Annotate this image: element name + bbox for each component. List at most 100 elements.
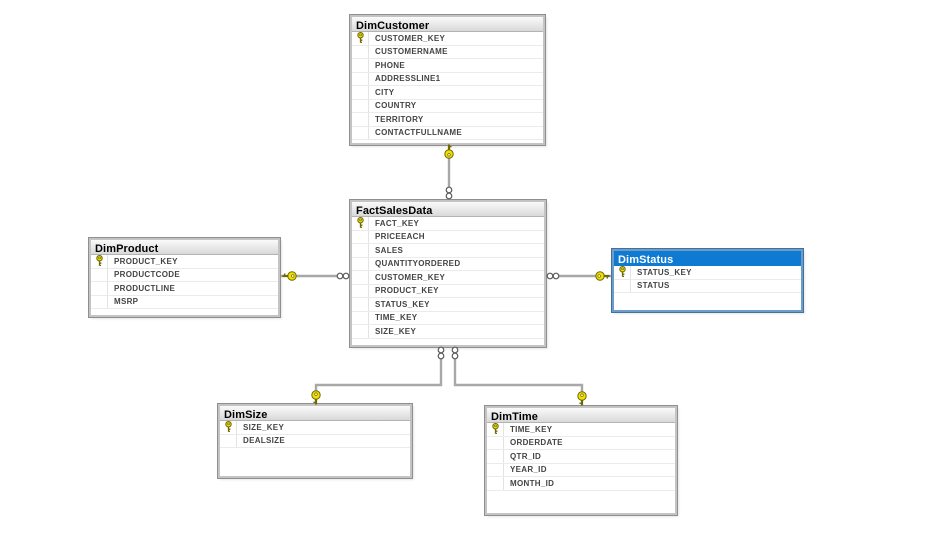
column-row[interactable]: COUNTRY [352, 99, 543, 113]
table-header[interactable]: DimSize [220, 406, 410, 421]
column-row[interactable]: SIZE_KEY [352, 325, 544, 339]
many-end-infinity-icon [437, 346, 445, 360]
column-row[interactable]: CUSTOMERNAME [352, 45, 543, 59]
key-head [595, 271, 605, 281]
column-name: STATUS [637, 281, 670, 291]
column-row[interactable]: STATUS_KEY [352, 298, 544, 312]
row-selector [487, 423, 504, 436]
key-hole [580, 393, 584, 397]
infinity-circle [451, 346, 459, 354]
column-row[interactable]: YEAR_ID [487, 463, 675, 477]
key-hole [447, 153, 451, 157]
column-row[interactable]: PRODUCTLINE [91, 282, 278, 296]
relationship-factsalesdata-dimstatus [546, 271, 611, 281]
column-name: ADDRESSLINE1 [375, 74, 441, 84]
column-row[interactable]: TIME_KEY [487, 423, 675, 437]
table-title: DimProduct [95, 243, 159, 255]
row-selector [352, 230, 369, 243]
column-row[interactable]: MSRP [91, 295, 278, 309]
column-name: YEAR_ID [510, 465, 547, 475]
column-row[interactable]: SIZE_KEY [220, 421, 410, 435]
many-end-infinity-icon [336, 272, 350, 280]
one-end-key-icon [595, 271, 610, 281]
column-row[interactable]: CITY [352, 86, 543, 100]
key-head [444, 149, 454, 159]
column-name: ORDERDATE [510, 438, 563, 448]
row-selector [352, 72, 369, 85]
column-name: CUSTOMER_KEY [375, 33, 446, 43]
one-end-key-icon [577, 391, 587, 406]
row-selector [352, 45, 369, 58]
column-row[interactable]: CONTACTFULLNAME [352, 126, 543, 140]
infinity-circle [552, 272, 560, 280]
column-name: FACT_KEY [375, 218, 420, 228]
column-name: CUSTOMERNAME [375, 47, 448, 57]
many-end-infinity-icon [445, 186, 453, 200]
infinity-circle [437, 352, 445, 360]
column-row[interactable]: ADDRESSLINE1 [352, 72, 543, 86]
row-selector [487, 450, 504, 463]
column-row[interactable]: PRODUCT_KEY [91, 255, 278, 269]
row-selector [91, 282, 108, 295]
row-selector [352, 298, 369, 311]
column-row[interactable]: SALES [352, 244, 544, 258]
table-title: DimStatus [618, 254, 674, 266]
row-selector [352, 32, 369, 45]
row-selector [352, 325, 369, 338]
column-row[interactable]: MONTH_ID [487, 477, 675, 491]
column-name: CONTACTFULLNAME [375, 128, 463, 138]
column-row[interactable]: PRODUCT_KEY [352, 284, 544, 298]
column-name: PRODUCTCODE [114, 270, 180, 280]
column-row[interactable]: TIME_KEY [352, 311, 544, 325]
key-head [287, 271, 297, 281]
infinity-circle [546, 272, 554, 280]
relationship-factsalesdata-dimsize [311, 346, 445, 405]
column-row[interactable]: DEALSIZE [220, 434, 410, 448]
column-name: PRODUCT_KEY [375, 286, 439, 296]
row-selector [487, 463, 504, 476]
table-title: FactSalesData [356, 205, 433, 217]
row-selector [91, 268, 108, 281]
column-row[interactable]: CUSTOMER_KEY [352, 32, 543, 46]
column-row[interactable]: STATUS [614, 279, 801, 293]
column-name: QUANTITYORDERED [375, 259, 461, 269]
column-name: CUSTOMER_KEY [375, 272, 446, 282]
relationship-line[interactable] [453, 348, 584, 405]
column-name: TIME_KEY [510, 424, 553, 434]
row-selector [91, 295, 108, 308]
one-end-key-icon [311, 390, 321, 405]
column-name: DEALSIZE [243, 436, 285, 446]
key-head [311, 390, 321, 400]
column-name: MONTH_ID [510, 478, 555, 488]
table-header[interactable]: DimStatus [614, 251, 801, 266]
row-selector [352, 126, 369, 139]
table-header[interactable]: FactSalesData [352, 202, 544, 217]
table-header[interactable]: DimCustomer [352, 17, 543, 32]
column-row[interactable]: FACT_KEY [352, 217, 544, 231]
column-row[interactable]: QTR_ID [487, 450, 675, 464]
column-row[interactable]: PRICEEACH [352, 230, 544, 244]
column-name: TERRITORY [375, 114, 424, 124]
column-name: SIZE_KEY [375, 326, 417, 336]
column-row[interactable]: PRODUCTCODE [91, 268, 278, 282]
column-row[interactable]: QUANTITYORDERED [352, 257, 544, 271]
column-row[interactable]: PHONE [352, 59, 543, 73]
table-header[interactable]: DimTime [487, 408, 675, 423]
column-row[interactable]: ORDERDATE [487, 436, 675, 450]
column-row[interactable]: TERRITORY [352, 113, 543, 127]
column-name: TIME_KEY [375, 313, 418, 323]
column-row[interactable]: STATUS_KEY [614, 266, 801, 280]
relationship-line[interactable] [314, 348, 443, 404]
row-selector [614, 279, 631, 292]
column-name: QTR_ID [510, 451, 542, 461]
primary-key-icon [491, 423, 499, 435]
column-row[interactable]: CUSTOMER_KEY [352, 271, 544, 285]
table-header[interactable]: DimProduct [91, 240, 278, 255]
